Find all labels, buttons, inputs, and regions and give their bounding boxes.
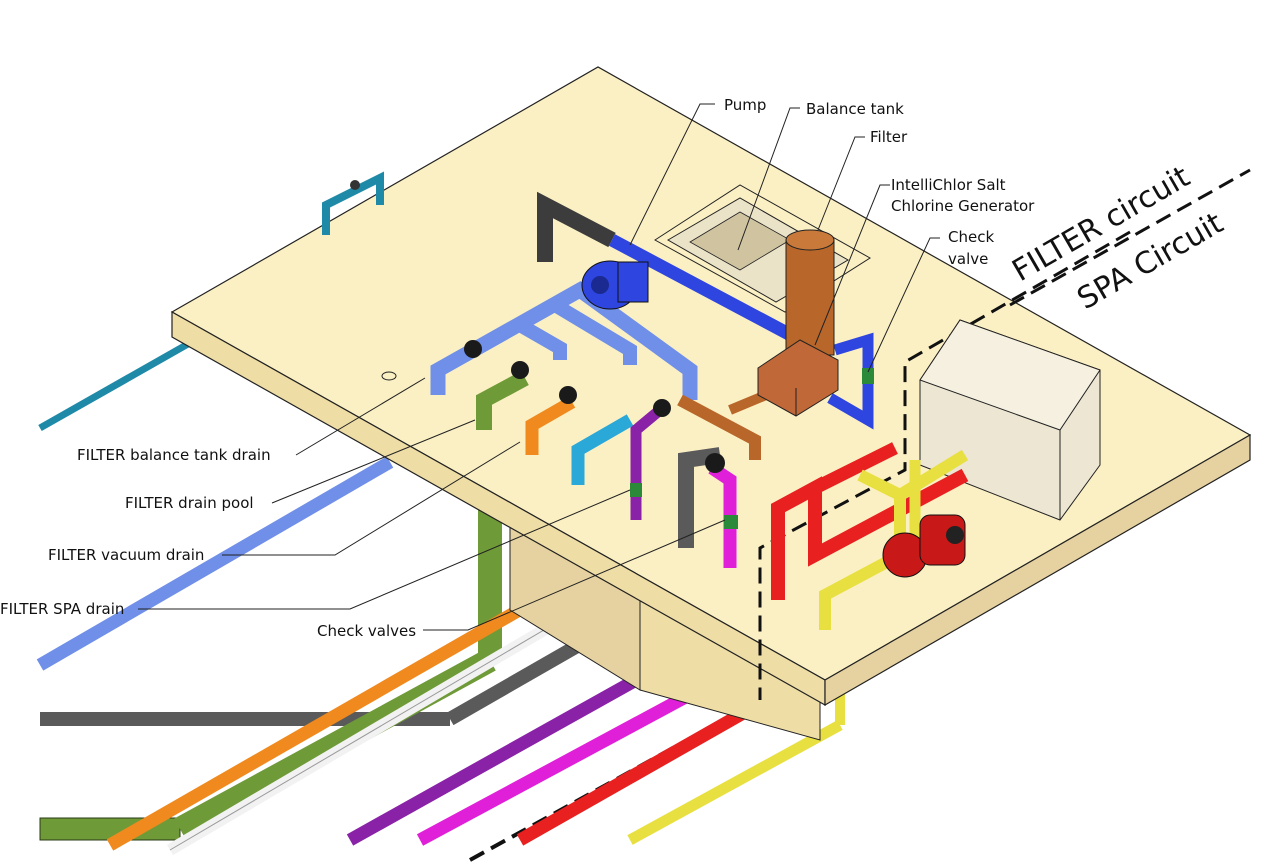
circuit-title-divider bbox=[1009, 168, 1251, 307]
label-chlorinator-line1: IntelliChlor Salt bbox=[891, 176, 1006, 194]
check-valves-markers bbox=[630, 368, 874, 529]
label-filter-spa-drain: FILTER SPA drain bbox=[0, 600, 124, 618]
label-chlorinator-line2: Chlorine Generator bbox=[891, 197, 1035, 215]
label-check-valve-line2: valve bbox=[948, 250, 988, 268]
teal-skimmer-valve bbox=[322, 171, 384, 235]
circuit-divider bbox=[758, 230, 1131, 700]
label-filter-balance-tank-drain: FILTER balance tank drain bbox=[77, 446, 271, 464]
pump bbox=[581, 260, 649, 310]
label-filter: Filter bbox=[870, 128, 908, 146]
label-pump: Pump bbox=[724, 96, 766, 114]
spa-pump bbox=[882, 514, 966, 578]
callouts bbox=[138, 103, 940, 631]
label-filter-vacuum-drain: FILTER vacuum drain bbox=[48, 546, 204, 564]
deck-drain-hole bbox=[381, 371, 397, 381]
filter bbox=[785, 229, 835, 356]
intellichlor-salt-chlorine-generator bbox=[757, 339, 839, 417]
label-filter-drain-pool: FILTER drain pool bbox=[125, 494, 254, 512]
label-check-valve-line1: Check bbox=[948, 228, 994, 246]
valve-unions bbox=[464, 340, 725, 473]
label-balance-tank: Balance tank bbox=[806, 100, 904, 118]
equipment-deck bbox=[170, 66, 1252, 707]
spa-heater bbox=[919, 319, 1101, 521]
label-check-valves: Check valves bbox=[317, 622, 416, 640]
